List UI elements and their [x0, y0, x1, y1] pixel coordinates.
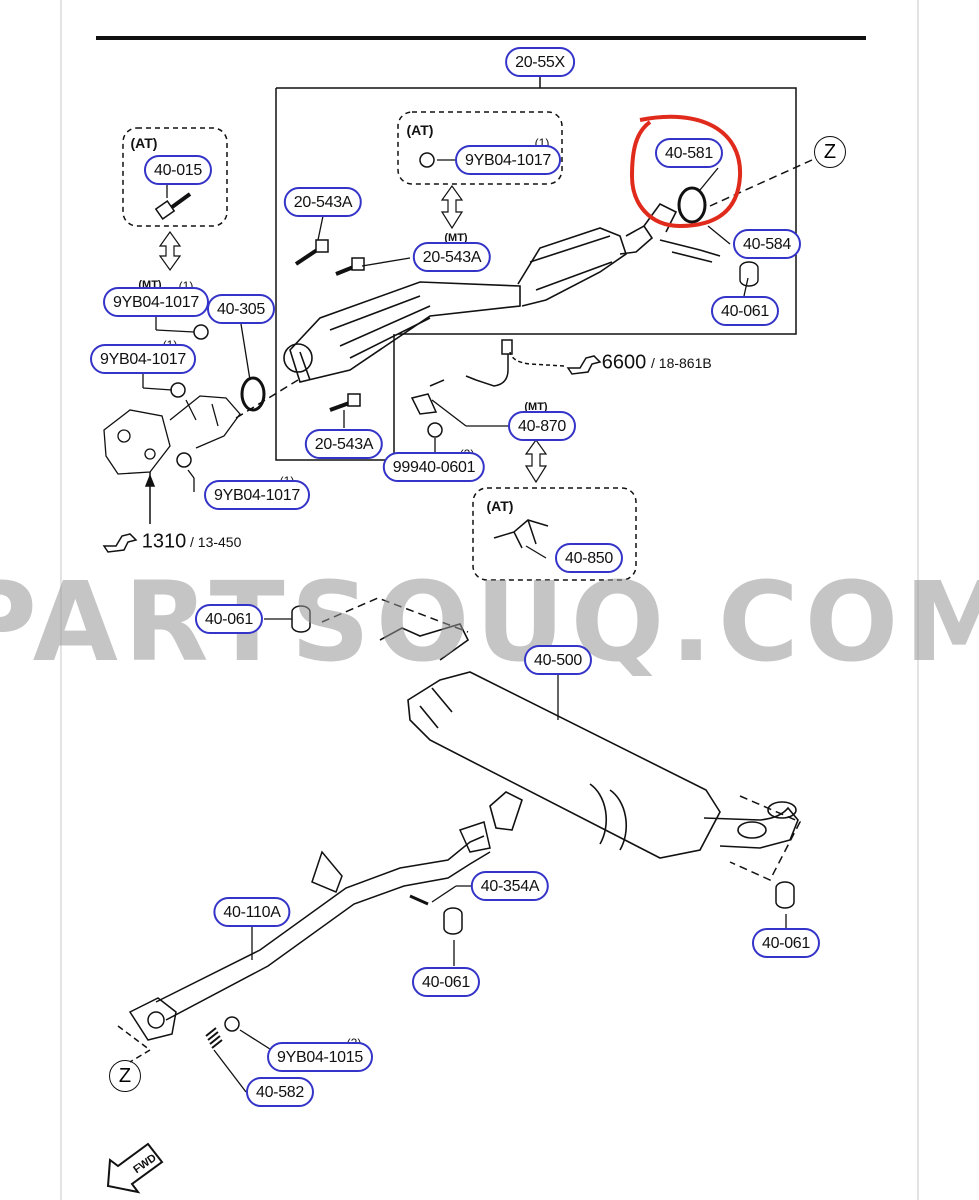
- part-callout[interactable]: 40-061: [411, 967, 481, 997]
- exhaust-manifold: [103, 395, 241, 475]
- spring-icon: [205, 1027, 223, 1049]
- bushing-icon: [775, 881, 795, 909]
- part-callout[interactable]: 40-110A: [213, 897, 291, 927]
- nut-icon: [427, 422, 443, 438]
- nut-icon: [170, 382, 186, 398]
- assembly-box-side: [275, 88, 395, 461]
- hand-pointer-icon: [566, 355, 602, 375]
- part-callout[interactable]: 9YB04-1017: [103, 287, 209, 317]
- swap-arrow-center: [440, 184, 464, 230]
- group-label-mt: (MT): [444, 232, 468, 244]
- mt-bracket: [410, 379, 445, 415]
- catalytic-converter: [283, 202, 721, 383]
- nut-icon: [224, 1016, 240, 1032]
- reference-label[interactable]: 1310: [141, 530, 187, 553]
- group-at-bracket: [472, 487, 637, 581]
- group-label-at: (AT): [486, 498, 514, 514]
- highlight-circle: [629, 114, 743, 229]
- swap-arrow-left: [158, 230, 182, 272]
- bolt-icon: [294, 239, 365, 412]
- part-callout[interactable]: 9YB04-1017: [455, 145, 561, 175]
- part-callout[interactable]: 40-015: [143, 155, 213, 185]
- reference-sublabel: / 18-861B: [651, 355, 712, 371]
- bushing-icon: [739, 261, 759, 287]
- group-label-at: (AT): [130, 135, 158, 151]
- oxygen-sensor: [465, 339, 565, 387]
- gasket-icon: [240, 376, 266, 412]
- part-callout[interactable]: 20-543A: [304, 429, 384, 459]
- part-callout[interactable]: 20-543A: [283, 187, 363, 217]
- z-connector-mark: Z: [814, 136, 846, 168]
- nut-icon: [419, 152, 435, 168]
- hand-pointer-icon: [102, 533, 138, 553]
- part-callout[interactable]: 9YB04-1017: [90, 344, 196, 374]
- part-callout[interactable]: 20-543A: [412, 242, 492, 272]
- nut-icon: [193, 324, 209, 340]
- group-at-nut: [397, 111, 563, 185]
- part-callout[interactable]: 40-581: [654, 138, 724, 168]
- part-callout[interactable]: 20-55X: [505, 47, 575, 77]
- z-connector-mark: Z: [109, 1060, 141, 1092]
- bolt-icon: [409, 894, 429, 906]
- group-label-at: (AT): [406, 122, 434, 138]
- part-callout[interactable]: 40-584: [732, 229, 802, 259]
- part-callout[interactable]: 40-870: [507, 411, 577, 441]
- part-callout[interactable]: 9YB04-1015: [267, 1042, 373, 1072]
- part-callout[interactable]: 40-305: [206, 294, 276, 324]
- assembly-box-top: [276, 87, 797, 335]
- center-pipe: [128, 821, 491, 1041]
- page-edge-right: [917, 0, 919, 1200]
- bushing-icon: [443, 907, 463, 935]
- part-callout[interactable]: 40-061: [751, 928, 821, 958]
- nut-icon: [176, 452, 192, 468]
- swap-arrow-right: [524, 438, 548, 484]
- fwd-arrow-icon: [106, 1142, 164, 1194]
- part-callout[interactable]: 40-354A: [470, 871, 550, 901]
- part-callout[interactable]: 40-061: [194, 604, 264, 634]
- part-callout[interactable]: 99940-0601: [382, 452, 486, 482]
- gasket-icon: [677, 186, 707, 224]
- part-callout[interactable]: 40-582: [245, 1077, 315, 1107]
- reference-label[interactable]: 6600: [601, 351, 647, 374]
- part-callout[interactable]: 40-850: [554, 543, 624, 573]
- bushing-icon: [291, 605, 311, 633]
- group-label-mt: (MT): [524, 401, 548, 413]
- bolt-icon: [154, 192, 192, 220]
- group-at-bolt: [122, 127, 228, 227]
- at-bracket: [493, 519, 549, 549]
- part-callout[interactable]: 40-061: [710, 296, 780, 326]
- reference-sublabel: / 13-450: [190, 534, 242, 550]
- part-callout[interactable]: 40-500: [523, 645, 593, 675]
- page-edge-left: [60, 0, 62, 1200]
- watermark: PARTSOUQ.COM: [0, 558, 979, 686]
- part-callout[interactable]: 9YB04-1017: [204, 480, 310, 510]
